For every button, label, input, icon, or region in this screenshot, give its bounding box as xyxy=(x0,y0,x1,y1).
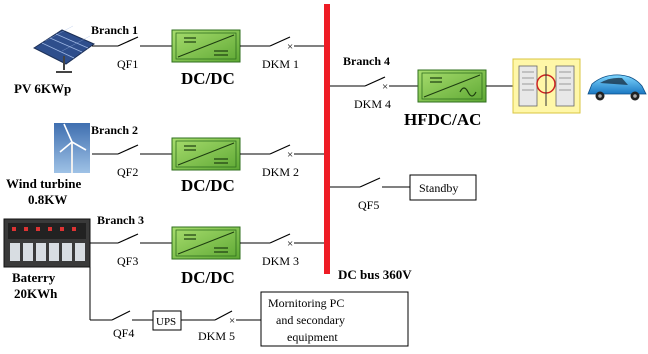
monitoring-line: QF4 UPS × DKM 5 Mornitoring PC and secon… xyxy=(89,267,409,347)
standby-line: QF5 Standby xyxy=(330,174,477,212)
wind-source-label-1: Wind turbine xyxy=(6,176,81,191)
battery-source-label-2: 20KWh xyxy=(14,286,58,301)
qf1-label: QF1 xyxy=(117,57,138,71)
qf4-label: QF4 xyxy=(113,326,134,340)
pv-source-label: PV 6KWp xyxy=(14,81,71,96)
branch-4-label: Branch 4 xyxy=(343,54,390,68)
svg-text:×: × xyxy=(382,81,388,93)
svg-text:×: × xyxy=(229,315,235,327)
monitoring-box xyxy=(260,291,409,347)
dkm4-label: DKM 4 xyxy=(354,97,391,111)
dcdc-label-1: DC/DC xyxy=(181,69,235,88)
qf3-label: QF3 xyxy=(117,254,138,268)
dcdc-converter-1 xyxy=(171,29,241,63)
motor-drive-icon xyxy=(512,58,581,114)
dkm3-switch[interactable] xyxy=(269,233,291,244)
dkm2-label: DKM 2 xyxy=(262,165,299,179)
dcdc-converter-3 xyxy=(171,226,241,260)
svg-text:×: × xyxy=(287,238,293,250)
wind-source-label-2: 0.8KW xyxy=(28,192,67,207)
dcdc-label-3: DC/DC xyxy=(181,268,235,287)
hfdcac-label: HFDC/AC xyxy=(404,110,481,129)
dkm1-label: DKM 1 xyxy=(262,57,299,71)
qf2-switch[interactable] xyxy=(117,144,139,155)
wind-turbine-icon xyxy=(54,123,90,173)
qf3-switch[interactable] xyxy=(117,233,139,244)
standby-box xyxy=(409,174,477,201)
qf5-label: QF5 xyxy=(358,198,379,212)
monitoring-line-3: equipment xyxy=(287,330,338,344)
dkm5-label: DKM 5 xyxy=(198,329,235,343)
monitoring-line-1: Mornitoring PC xyxy=(268,296,344,310)
dc-bus-bar xyxy=(324,4,330,274)
electric-car-icon xyxy=(587,74,647,101)
dkm1-switch[interactable] xyxy=(269,36,291,47)
hfdcac-converter xyxy=(417,69,487,103)
solar-panel-icon xyxy=(32,25,96,73)
battery-bank-icon xyxy=(3,218,91,268)
qf5-switch[interactable] xyxy=(359,177,381,188)
dcdc-converter-2 xyxy=(171,137,241,171)
branch-1: PV 6KWp Branch 1 QF1 DC/DC × DKM 1 xyxy=(14,23,324,96)
branch-2-label: Branch 2 xyxy=(91,123,138,137)
dkm2-switch[interactable] xyxy=(269,144,291,155)
dkm5-switch[interactable] xyxy=(214,310,233,321)
branch-3: Baterry 20KWh Branch 3 QF3 DC/DC × DKM 3 xyxy=(3,213,324,301)
branch-4: Branch 4 × DKM 4 HFDC/AC xyxy=(330,54,647,129)
dkm3-label: DKM 3 xyxy=(262,254,299,268)
svg-text:×: × xyxy=(287,41,293,53)
dcdc-label-2: DC/DC xyxy=(181,176,235,195)
qf1-switch[interactable] xyxy=(117,36,139,47)
standby-label: Standby xyxy=(419,181,458,195)
branch-1-label: Branch 1 xyxy=(91,23,138,37)
monitoring-line-2: and secondary xyxy=(276,313,345,327)
branch-2: Wind turbine 0.8KW Branch 2 QF2 DC/DC × … xyxy=(6,123,324,207)
battery-source-label-1: Baterry xyxy=(12,270,56,285)
dc-bus-label: DC bus 360V xyxy=(338,267,412,282)
ups-label: UPS xyxy=(156,316,176,328)
svg-text:×: × xyxy=(287,149,293,161)
qf4-switch[interactable] xyxy=(111,310,131,321)
qf2-label: QF2 xyxy=(117,165,138,179)
branch-3-label: Branch 3 xyxy=(97,213,144,227)
dkm4-switch[interactable] xyxy=(364,76,386,87)
